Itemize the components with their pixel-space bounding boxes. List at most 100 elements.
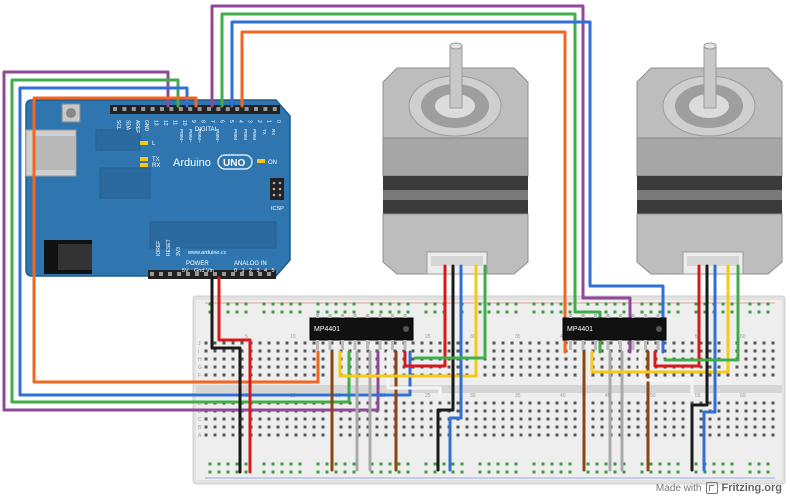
- breadboard-hole: [348, 341, 352, 345]
- breadboard-hole: [726, 373, 730, 377]
- breadboard-hole: [546, 417, 550, 421]
- rail-hole: [559, 462, 563, 466]
- breadboard-hole: [312, 357, 316, 361]
- rail-hole: [397, 310, 401, 314]
- header-pin: [272, 107, 277, 111]
- driver-2-pins: [569, 314, 660, 350]
- rail-hole: [568, 310, 572, 314]
- breadboard-hole: [411, 433, 415, 437]
- rail-hole: [244, 470, 248, 474]
- breadboard-hole: [573, 433, 577, 437]
- rail-hole: [343, 462, 347, 466]
- breadboard-hole: [294, 373, 298, 377]
- pwm-label: PWM: [252, 129, 257, 140]
- breadboard-hole: [519, 417, 523, 421]
- chip-pin: [391, 340, 394, 350]
- rail-hole: [604, 462, 608, 466]
- breadboard-hole: [744, 357, 748, 361]
- power-pin-label: IOREF: [156, 241, 162, 256]
- rail-hole: [388, 302, 392, 306]
- breadboard-hole: [474, 409, 478, 413]
- chip-pin: [366, 314, 369, 318]
- rail-hole: [298, 470, 302, 474]
- breadboard-hole: [735, 417, 739, 421]
- rail-hole: [550, 462, 554, 466]
- breadboard-hole: [402, 401, 406, 405]
- column-number: 25: [425, 334, 431, 340]
- breadboard-hole: [591, 341, 595, 345]
- rail-hole: [487, 470, 491, 474]
- arduino-url: www.arduino.cc: [187, 250, 227, 256]
- breadboard-hole: [600, 401, 604, 405]
- header-pin: [160, 107, 164, 111]
- rail-hole: [334, 302, 338, 306]
- breadboard-hole: [474, 425, 478, 429]
- rail-hole: [289, 302, 293, 306]
- rail-hole: [676, 302, 680, 306]
- breadboard-hole: [600, 349, 604, 353]
- header-pin: [263, 107, 268, 111]
- rail-hole: [406, 302, 410, 306]
- breadboard-hole: [294, 425, 298, 429]
- breadboard-hole: [366, 417, 370, 421]
- rail-hole: [748, 302, 752, 306]
- breadboard-hole: [447, 365, 451, 369]
- breadboard-hole: [276, 417, 280, 421]
- breadboard-hole: [663, 417, 667, 421]
- chip-pin: [341, 340, 344, 350]
- breadboard-hole: [654, 373, 658, 377]
- breadboard-hole: [573, 341, 577, 345]
- fritzing-footer: Made with Fritzing.org: [656, 482, 782, 494]
- breadboard-hole: [708, 341, 712, 345]
- rail-hole: [541, 470, 545, 474]
- header-pin: [186, 272, 190, 276]
- breadboard-hole: [285, 433, 289, 437]
- chip-pin: [594, 340, 597, 350]
- breadboard-hole: [312, 365, 316, 369]
- pwm-label: PWM~: [215, 129, 220, 143]
- breadboard-hole: [654, 417, 658, 421]
- digital-pin-label: 11: [171, 120, 177, 125]
- breadboard-hole: [357, 365, 361, 369]
- rail-hole: [532, 470, 536, 474]
- breadboard-hole: [618, 417, 622, 421]
- breadboard-hole: [681, 425, 685, 429]
- rail-hole: [550, 310, 554, 314]
- rail-hole: [550, 470, 554, 474]
- driver-chip-2: MP4401: [562, 314, 667, 350]
- breadboard-hole: [663, 341, 667, 345]
- breadboard-hole: [429, 341, 433, 345]
- rail-hole: [352, 462, 356, 466]
- rail-hole: [550, 302, 554, 306]
- breadboard-hole: [501, 401, 505, 405]
- breadboard-hole: [636, 401, 640, 405]
- header-pin: [231, 272, 235, 276]
- breadboard-hole: [240, 341, 244, 345]
- rail-hole: [613, 310, 617, 314]
- breadboard-hole: [222, 341, 226, 345]
- chip-pin: [619, 340, 622, 350]
- rail-hole: [694, 310, 698, 314]
- rail-hole: [757, 302, 761, 306]
- breadboard-hole: [231, 349, 235, 353]
- rail-hole: [262, 310, 266, 314]
- breadboard-hole: [213, 373, 217, 377]
- digital-pin-label: SDA: [124, 120, 130, 131]
- breadboard-hole: [231, 425, 235, 429]
- breadboard-hole: [771, 341, 775, 345]
- breadboard-hole: [420, 401, 424, 405]
- column-number: 35: [515, 393, 521, 399]
- rail-hole: [370, 470, 374, 474]
- breadboard-hole: [258, 349, 262, 353]
- rail-hole: [667, 462, 671, 466]
- power-header-pins: [150, 272, 271, 276]
- breadboard-hole: [240, 365, 244, 369]
- breadboard-hole: [501, 433, 505, 437]
- breadboard-hole: [321, 349, 325, 353]
- breadboard-hole: [357, 417, 361, 421]
- breadboard-hole: [681, 349, 685, 353]
- rail-hole: [622, 310, 626, 314]
- breadboard-hole: [771, 401, 775, 405]
